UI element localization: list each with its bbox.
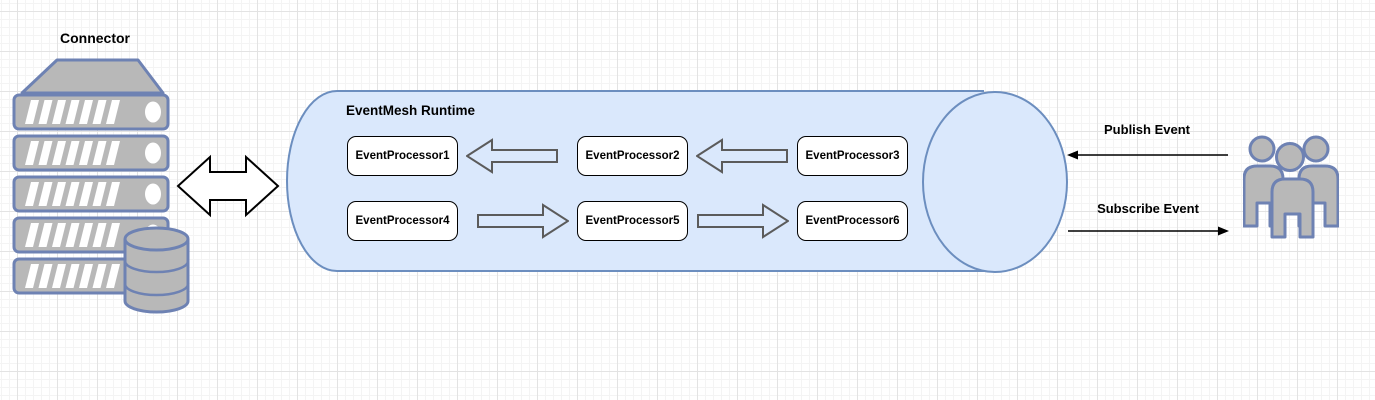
event-processor-4: EventProcessor4: [347, 201, 458, 241]
event-processor-3: EventProcessor3: [797, 136, 908, 176]
user-front: [1270, 142, 1315, 239]
runtime-title: EventMesh Runtime: [346, 103, 476, 118]
server-top-panel: [20, 58, 165, 95]
subscribe-event-label: Subscribe Event: [1097, 201, 1199, 216]
block-arrow-4-to-5: [477, 203, 569, 239]
connector-label: Connector: [60, 30, 130, 46]
event-processor-6: EventProcessor6: [797, 201, 908, 241]
server-rack-with-database-icon: [12, 58, 190, 314]
subscribe-event-arrow: [1068, 226, 1229, 236]
publish-event-arrow: [1067, 150, 1228, 160]
server-slat: [12, 93, 170, 131]
event-processor-5: EventProcessor5: [577, 201, 688, 241]
server-slat: [12, 175, 170, 213]
server-slat: [12, 134, 170, 172]
publish-event-label: Publish Event: [1104, 122, 1190, 137]
double-headed-arrow-icon: [176, 154, 280, 218]
event-processor-1: EventProcessor1: [347, 136, 458, 176]
cylinder-end-cap: [922, 91, 1068, 273]
event-processor-2: EventProcessor2: [577, 136, 688, 176]
block-arrow-3-to-2: [696, 138, 788, 174]
user-group-icon: [1243, 135, 1339, 239]
block-arrow-5-to-6: [697, 203, 789, 239]
block-arrow-2-to-1: [466, 138, 558, 174]
database-cylinder-icon: [123, 226, 190, 314]
